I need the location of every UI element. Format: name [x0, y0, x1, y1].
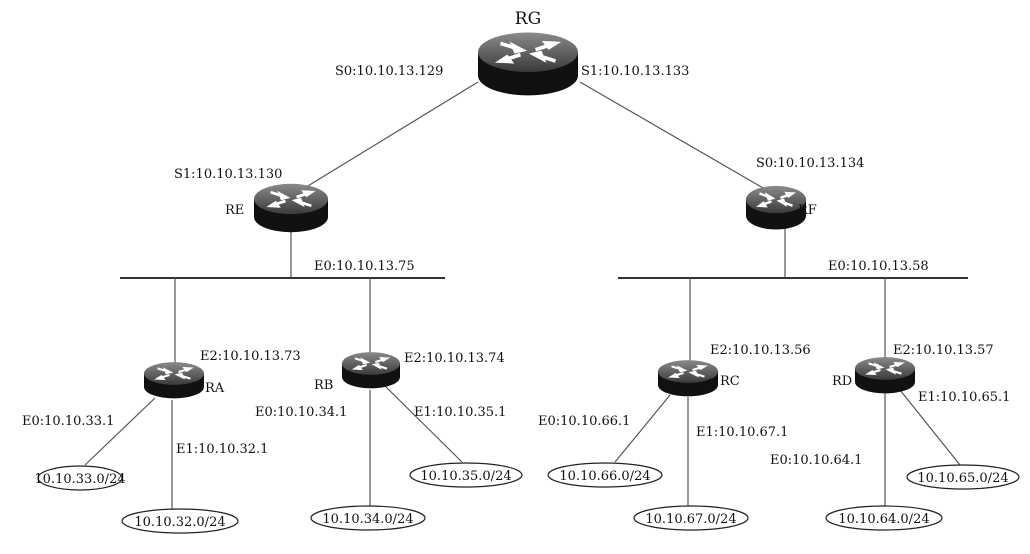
network-ellipse[interactable] [310, 505, 426, 531]
interface-label-rc-e2: E2:10.10.13.56 [710, 343, 811, 358]
network-ellipse[interactable] [825, 505, 943, 531]
link-rg-rf [579, 81, 771, 193]
interface-label-ra-e1: E1:10.10.32.1 [176, 442, 268, 457]
interface-label-rf-e0: E0:10.10.13.58 [828, 259, 929, 274]
network-label-n34: 10.10.34.0/24 [322, 512, 413, 527]
router-name-rg: RG [515, 9, 541, 29]
interface-label-rb-e0: E0:10.10.34.1 [255, 405, 347, 420]
router-name-rd: RD [832, 374, 852, 389]
router-name-rb: RB [314, 378, 333, 393]
network-ellipse[interactable] [633, 505, 749, 531]
router-icon[interactable] [744, 184, 808, 231]
router-icon[interactable] [252, 182, 330, 234]
interface-label-rd-e1: E1:10.10.65.1 [918, 390, 1010, 405]
links [84, 81, 968, 512]
router-icon[interactable] [142, 361, 206, 400]
interface-label-rf-s0: S0:10.10.13.134 [756, 156, 864, 171]
router-icon[interactable] [476, 30, 580, 98]
router-name-rc: RC [720, 374, 740, 389]
interface-label-rc-e0: E0:10.10.66.1 [538, 414, 630, 429]
network-label-n33: 10.10.33.0/24 [34, 472, 125, 487]
router-icon[interactable] [656, 359, 720, 398]
router-name-re: RE [225, 203, 244, 218]
labels: RG S0:10.10.13.129 S1:10.10.13.133 S1:10… [22, 9, 1010, 468]
interface-label-rc-e1: E1:10.10.67.1 [696, 425, 788, 440]
link-rg-re [297, 81, 479, 193]
network-label-n66: 10.10.66.0/24 [559, 469, 650, 484]
interface-label-rd-e0: E0:10.10.64.1 [770, 453, 862, 468]
interface-label-ra-e2: E2:10.10.13.73 [200, 349, 301, 364]
link-rb-n35 [384, 385, 463, 463]
interface-label-re-e0: E0:10.10.13.75 [314, 259, 415, 274]
router-icon[interactable] [340, 351, 402, 390]
network-ellipse[interactable] [37, 465, 123, 491]
link-rd-n65 [899, 389, 961, 466]
network-label-n32: 10.10.32.0/24 [134, 515, 225, 530]
link-rc-n66 [614, 394, 671, 463]
interface-label-rd-e2: E2:10.10.13.57 [893, 343, 994, 358]
link-ra-n33 [84, 397, 156, 466]
router-name-rf: RF [798, 203, 817, 218]
interface-label-rg-s1: S1:10.10.13.133 [581, 64, 689, 79]
interface-label-re-s1: S1:10.10.13.130 [174, 167, 282, 182]
network-label-n35: 10.10.35.0/24 [420, 469, 511, 484]
network-ellipse[interactable] [906, 464, 1020, 490]
interface-label-ra-e0: E0:10.10.33.1 [22, 414, 114, 429]
router-icon[interactable] [853, 356, 917, 395]
network-ellipse[interactable] [547, 462, 663, 488]
interface-label-rb-e1: E1:10.10.35.1 [414, 405, 506, 420]
network-label-n65: 10.10.65.0/24 [917, 471, 1008, 486]
interface-label-rg-s0: S0:10.10.13.129 [335, 64, 443, 79]
interface-label-rb-e2: E2:10.10.13.74 [404, 351, 505, 366]
network-ellipse[interactable] [409, 462, 523, 488]
networks: 10.10.33.0/24 10.10.32.0/24 10.10.34.0/2… [34, 462, 1020, 534]
network-ellipse[interactable] [121, 508, 239, 534]
network-label-n67: 10.10.67.0/24 [645, 512, 736, 527]
network-label-n64: 10.10.64.0/24 [838, 512, 929, 527]
router-name-ra: RA [205, 381, 225, 396]
